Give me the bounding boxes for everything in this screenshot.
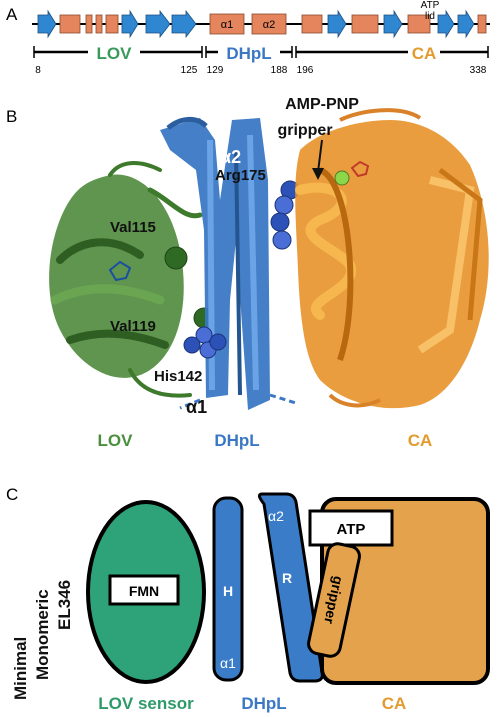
residue-number: 125 bbox=[181, 65, 198, 76]
alpha-helix bbox=[407, 14, 431, 34]
residue-number: 196 bbox=[297, 65, 314, 76]
beta-strand bbox=[145, 9, 171, 39]
structure-lov-label: LOV bbox=[98, 431, 134, 450]
residue-number: 8 bbox=[35, 65, 41, 76]
fmn-label: FMN bbox=[129, 583, 159, 599]
atp-lid-label-1: ATP bbox=[421, 0, 440, 11]
gripper-element: gripper bbox=[307, 542, 361, 658]
residue-number: 188 bbox=[271, 65, 288, 76]
residue-number: 338 bbox=[470, 65, 487, 76]
label-amp-pnp: AMP-PNP bbox=[285, 96, 359, 113]
panel-b-label: B bbox=[6, 107, 17, 126]
alpha1-label: α1 bbox=[220, 655, 236, 671]
dhpl-helix-alpha2 bbox=[257, 492, 324, 683]
structure-dhpl-label: DHpL bbox=[214, 431, 259, 450]
schematic-side-title: Minimal Monomeric EL346 bbox=[11, 580, 74, 700]
schematic-dhpl-label: DHpL bbox=[241, 694, 286, 713]
arg-label: R bbox=[282, 570, 292, 586]
topology-map: α1 α2 bbox=[32, 9, 490, 39]
helix-alpha1 bbox=[209, 13, 245, 35]
label-alpha1: α1 bbox=[186, 397, 207, 417]
beta-strand bbox=[171, 9, 197, 39]
his-label: H bbox=[223, 583, 233, 599]
label-his142: His142 bbox=[154, 368, 202, 385]
residue-numbers: 8 125 129 188 196 338 bbox=[35, 65, 487, 76]
atp-label: ATP bbox=[337, 521, 366, 538]
schematic-lov-label: LOV sensor bbox=[98, 694, 194, 713]
alpha-helix bbox=[59, 14, 81, 34]
side-title-line-1: Minimal bbox=[11, 637, 30, 700]
alpha-helix bbox=[85, 14, 93, 34]
side-title-line-3: EL346 bbox=[55, 580, 74, 630]
beta-strand bbox=[383, 9, 403, 39]
gripper-arrow-head bbox=[312, 168, 324, 180]
label-arg175: Arg175 bbox=[215, 167, 266, 184]
helix-alpha2-label: α2 bbox=[263, 19, 275, 31]
ca-domain-structure bbox=[295, 108, 489, 409]
dhpl-helix-alpha1 bbox=[212, 496, 244, 682]
alpha-helix bbox=[301, 14, 323, 34]
structure-ca-label: CA bbox=[408, 431, 433, 450]
atp-lid-label-2: lid bbox=[425, 11, 435, 22]
panel-c-label: C bbox=[6, 485, 18, 504]
label-val119: Val119 bbox=[110, 318, 156, 335]
label-gripper: gripper bbox=[277, 122, 332, 139]
side-title-line-2: Monomeric bbox=[33, 589, 52, 680]
alpha2-label: α2 bbox=[268, 508, 284, 524]
beta-strand bbox=[121, 9, 139, 39]
fmn-box bbox=[108, 574, 180, 606]
alpha-helix bbox=[105, 14, 119, 34]
alpha-helix bbox=[351, 14, 379, 34]
helix-alpha2 bbox=[251, 13, 287, 35]
residue-number: 129 bbox=[207, 65, 224, 76]
beta-strand bbox=[37, 9, 57, 39]
beta-strand bbox=[437, 9, 455, 39]
label-val115: Val115 bbox=[110, 219, 156, 236]
helix-alpha1-label: α1 bbox=[221, 19, 233, 31]
schematic-ca-label: CA bbox=[382, 694, 407, 713]
alpha-helix bbox=[95, 14, 103, 34]
beta-strand bbox=[327, 9, 347, 39]
dhpl-domain-structure bbox=[160, 117, 300, 410]
alpha-helix bbox=[477, 14, 487, 34]
domain-dhpl-label: DHpL bbox=[226, 44, 271, 63]
panel-a-label: A bbox=[6, 5, 18, 24]
beta-strand bbox=[457, 9, 475, 39]
lov-domain-structure bbox=[49, 161, 215, 398]
gripper-arrow-line bbox=[317, 139, 323, 173]
label-alpha2: α2 bbox=[220, 147, 241, 167]
domain-ruler bbox=[33, 46, 489, 58]
domain-ca-label: CA bbox=[412, 44, 437, 63]
gripper-box bbox=[307, 542, 361, 658]
domain-lov-label: LOV bbox=[97, 44, 133, 63]
